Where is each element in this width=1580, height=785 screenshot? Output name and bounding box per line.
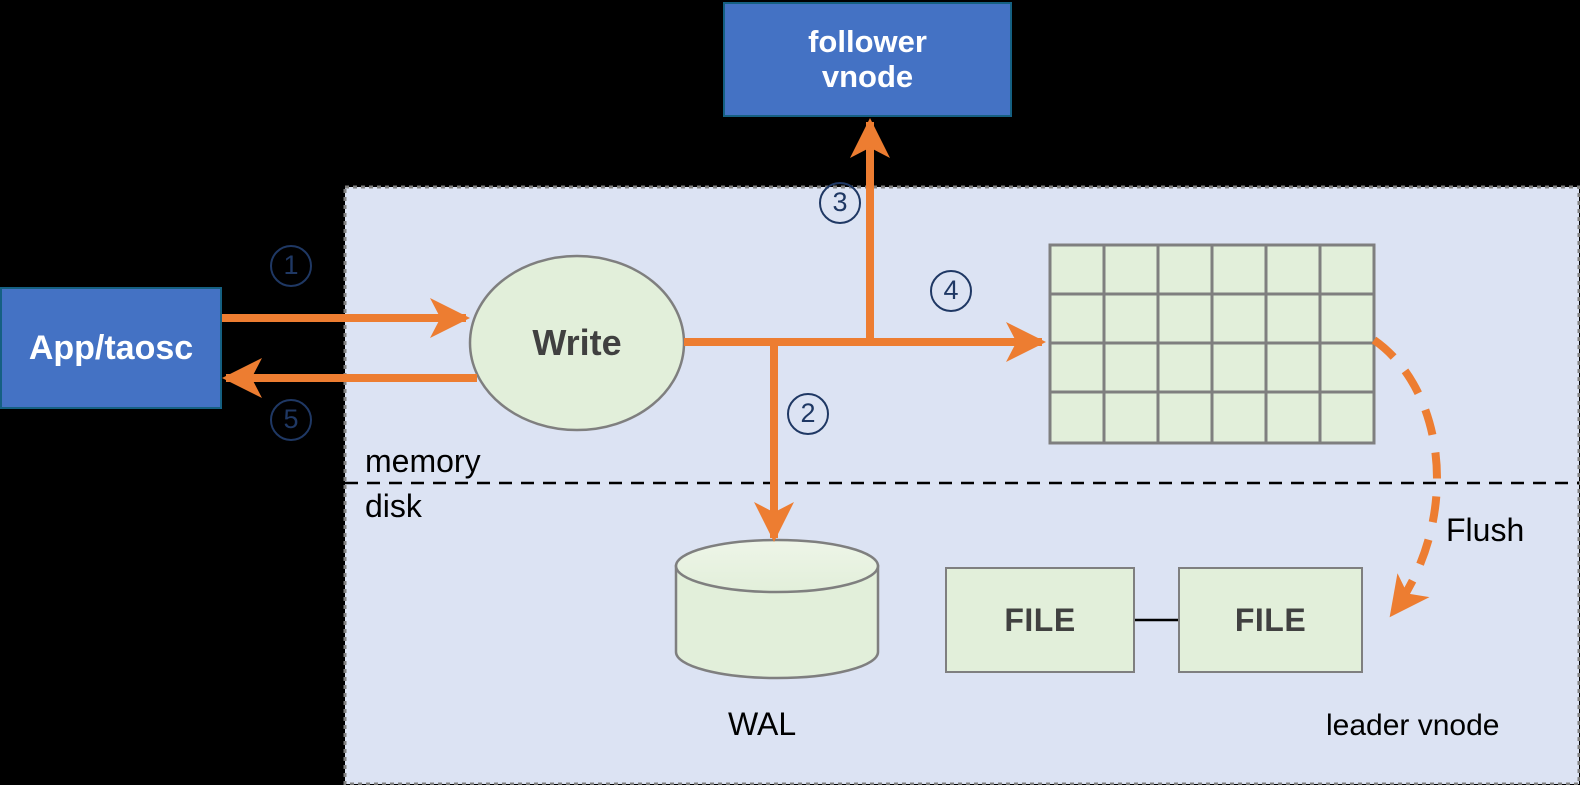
wal-cylinder [674, 538, 880, 680]
app-taosc-label: App/taosc [28, 328, 194, 367]
step-circle-3: 3 [819, 182, 861, 224]
flush-label: Flush [1446, 512, 1525, 548]
write-node-label: Write [532, 322, 622, 363]
file-box-left[interactable]: FILE [945, 567, 1135, 673]
arrow-flush [1371, 336, 1441, 618]
disk-label: disk [365, 488, 422, 524]
memory-label: memory [365, 443, 481, 479]
step-circle-1: 1 [270, 245, 312, 287]
wal-label: WAL [728, 706, 797, 742]
step-circle-2-label: 2 [800, 397, 816, 428]
step-circle-5: 5 [270, 399, 312, 441]
file-box-right-label: FILE [1234, 601, 1307, 638]
step-circle-4-label: 4 [943, 274, 959, 305]
follower-vnode-label-line2: vnode [821, 58, 914, 94]
step-circle-5-label: 5 [283, 403, 299, 434]
file-box-left-label: FILE [1004, 601, 1076, 638]
file-box-right[interactable]: FILE [1178, 567, 1363, 673]
leader-vnode-label: leader vnode [1326, 709, 1500, 742]
memtable-grid [1048, 243, 1376, 445]
step-circle-2: 2 [787, 393, 829, 435]
follower-vnode-node[interactable]: follower vnode [723, 2, 1012, 117]
step-circle-3-label: 3 [832, 186, 848, 217]
app-taosc-node[interactable]: App/taosc [0, 287, 222, 409]
step-circle-1-label: 1 [283, 249, 299, 280]
follower-vnode-label-line1: follower [808, 23, 927, 59]
step-circle-4: 4 [930, 270, 972, 312]
